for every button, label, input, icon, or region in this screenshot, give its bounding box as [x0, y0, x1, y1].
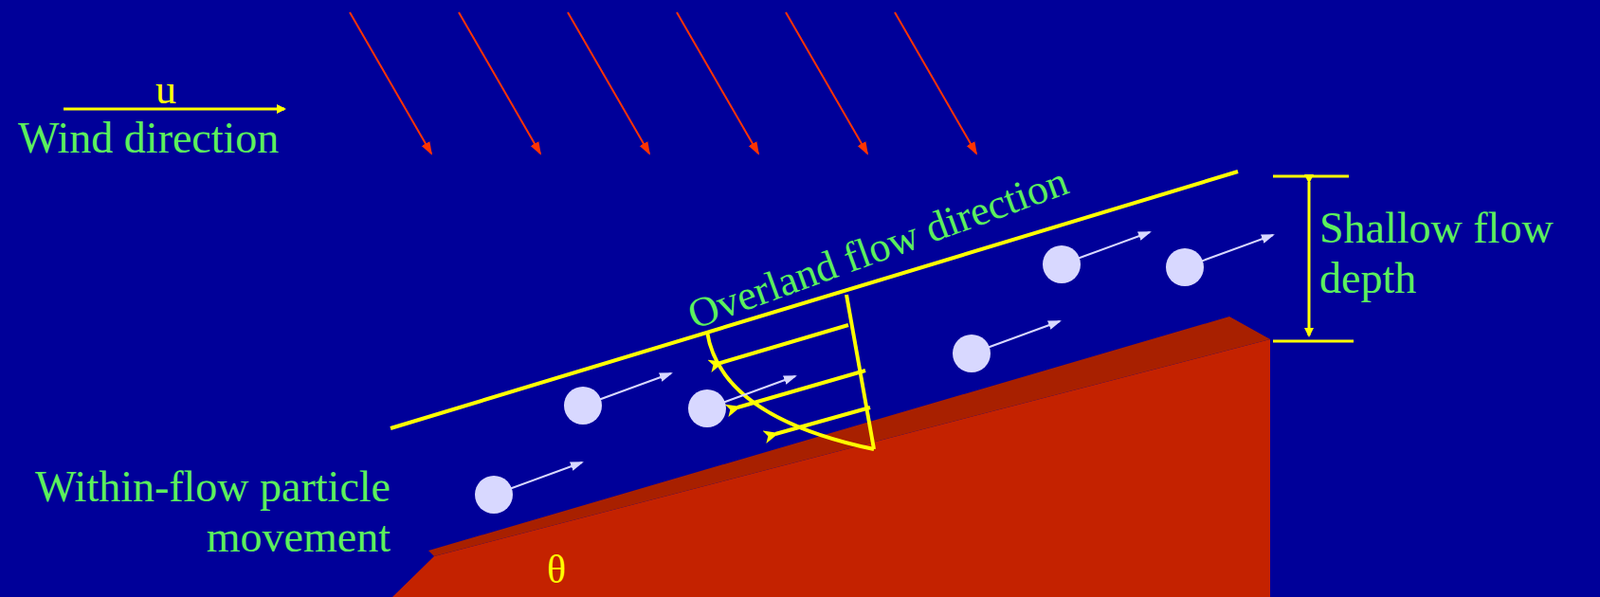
flow-surface — [390, 171, 1238, 429]
slope-face — [392, 339, 1271, 597]
slope-angle-symbol: θ — [546, 546, 566, 593]
depth-label: Shallow flow depth — [1319, 203, 1590, 305]
slope-top — [428, 316, 1271, 557]
wind-label: Wind direction — [18, 113, 279, 164]
flow-direction-label: Overland flow direction — [681, 157, 1075, 340]
particle-label: Within-flow particle movement — [1, 462, 391, 564]
wind-speed-symbol: u — [155, 66, 177, 115]
rain-arrows — [349, 12, 977, 154]
